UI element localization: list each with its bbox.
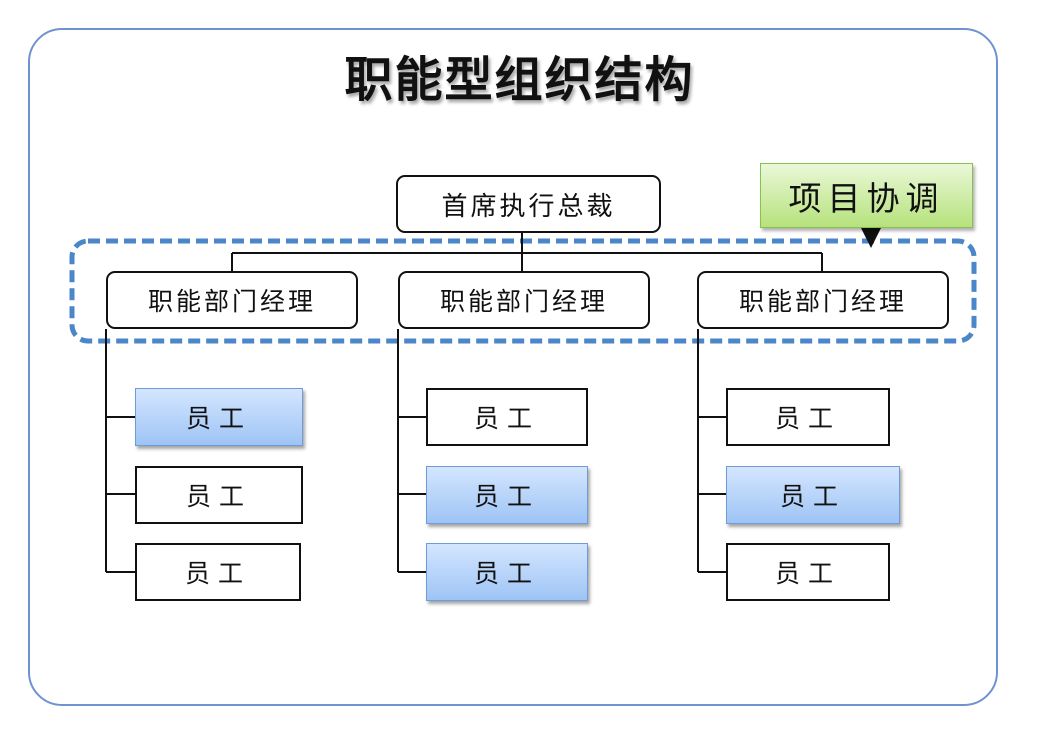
employee-box: 员工 [426,466,588,524]
employee-box: 员工 [135,543,301,601]
employee-box: 员工 [135,466,303,524]
ceo-box: 首席执行总裁 [396,175,661,233]
employee-box: 员工 [726,466,900,524]
department-manager-3: 职能部门经理 [697,271,949,329]
employee-box: 员工 [426,388,588,446]
employee-box: 员工 [135,388,303,446]
ceo-connectors [231,233,823,271]
department-manager-2: 职能部门经理 [398,271,650,329]
employee-box: 员工 [726,543,890,601]
diagram-title: 职能型组织结构 [344,52,695,108]
department-1-connectors [105,329,135,573]
employee-box: 员工 [726,388,890,446]
department-3-connectors [697,329,726,573]
employee-box: 员工 [426,543,588,601]
department-manager-1: 职能部门经理 [106,271,358,329]
department-2-connectors [397,329,426,573]
coordination-box: 项目协调 [760,163,973,228]
